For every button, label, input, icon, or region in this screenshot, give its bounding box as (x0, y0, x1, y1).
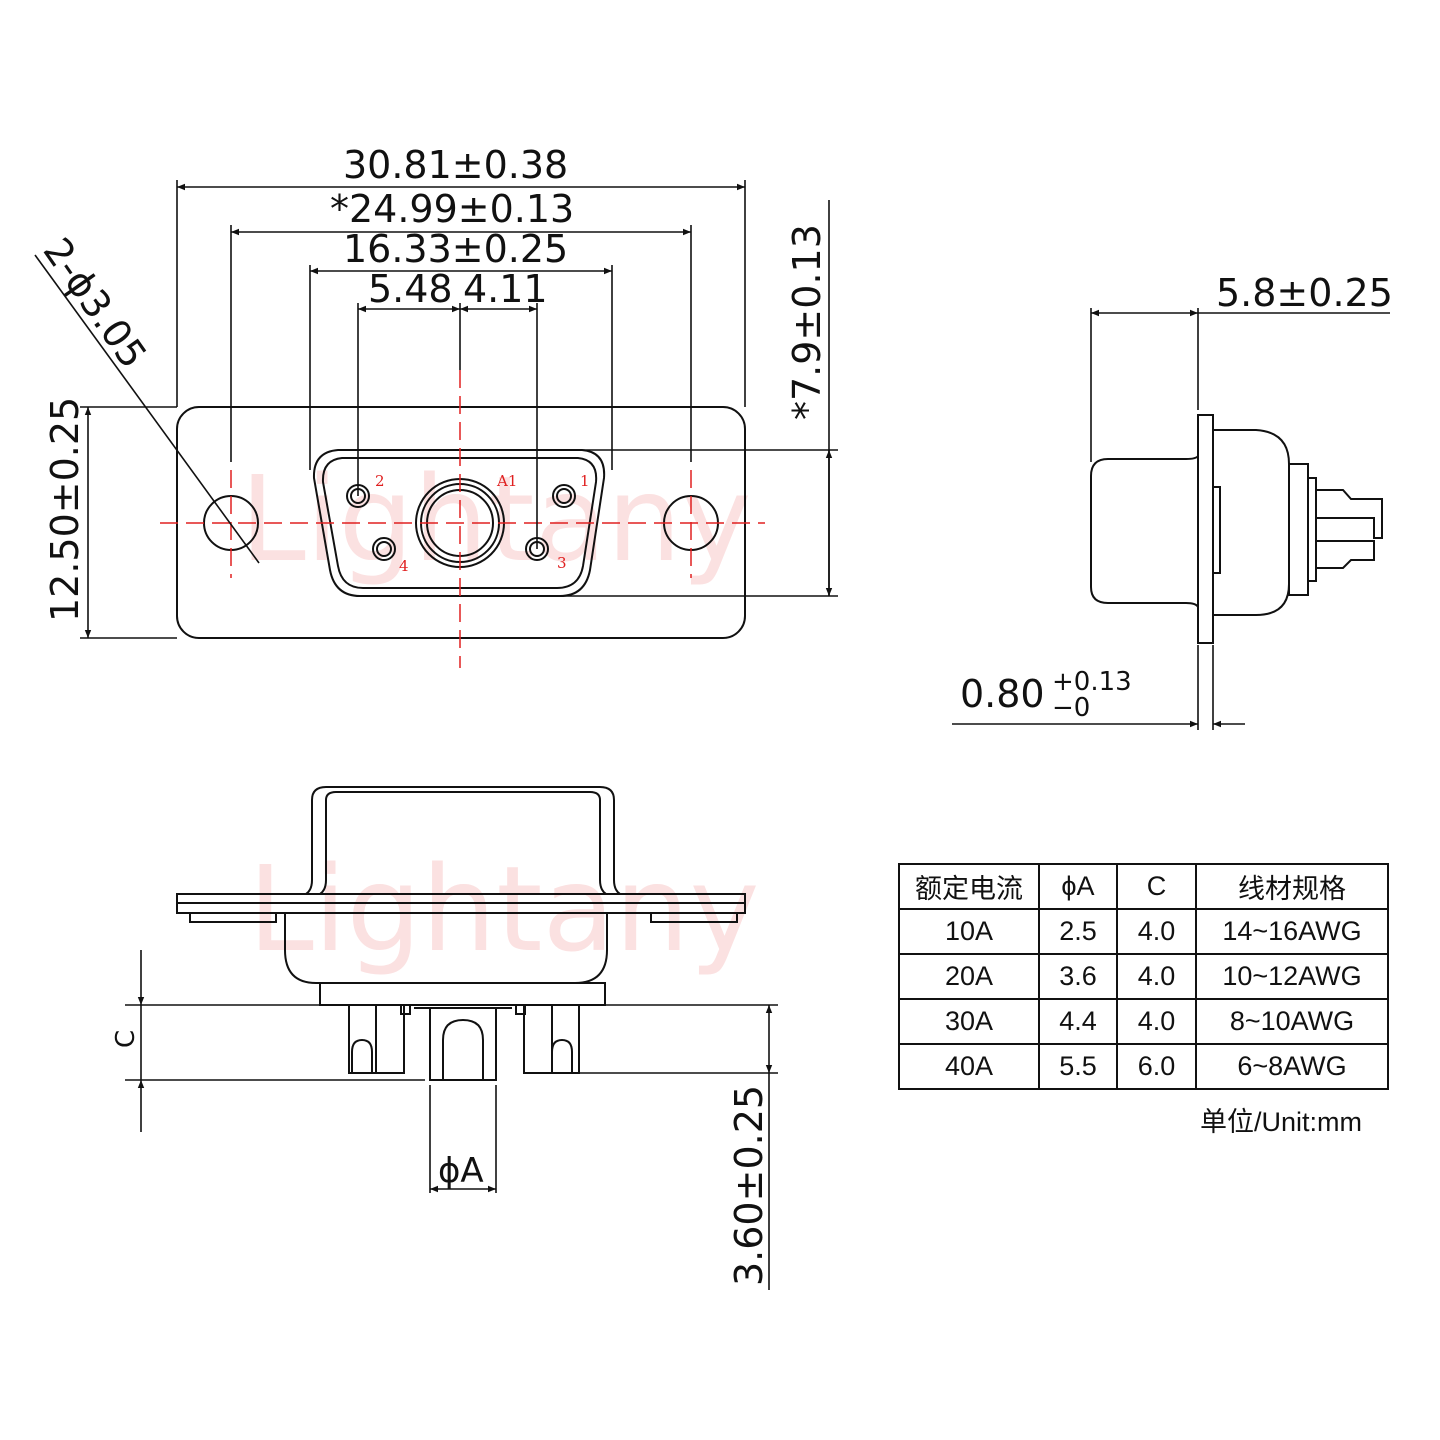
side-view (1090, 414, 1383, 644)
cell: 3.6 (1038, 953, 1118, 1000)
pin-label-1: 1 (580, 472, 590, 490)
dim-phi-a: ϕA (438, 1151, 484, 1191)
side-flange (1197, 414, 1214, 644)
side-dimension-lines (952, 308, 1390, 730)
pin-label-3: 3 (557, 554, 567, 572)
side-shell (1090, 455, 1199, 608)
watermark-bottom: Lightany (248, 840, 759, 978)
dim-right-pin: 4.11 (463, 267, 548, 311)
table-row: 10A 2.5 4.0 14~16AWG (898, 908, 1389, 955)
header-rated-current: 额定电流 (898, 863, 1040, 910)
solder-cup-center (429, 1007, 497, 1081)
cell: 8~10AWG (1195, 998, 1389, 1045)
side-body (1213, 429, 1290, 616)
cell: 4.0 (1116, 908, 1197, 955)
cell: 40A (898, 1043, 1040, 1090)
front-dimension-lines (34, 180, 838, 639)
table-row: 30A 4.4 4.0 8~10AWG (898, 998, 1389, 1045)
dim-flange-base: 0.80 (960, 672, 1045, 716)
dim-flange-plus: +0.13 (1052, 667, 1132, 697)
bottom-dimension-lines (125, 950, 778, 1290)
dim-flange-minus: −0 (1052, 693, 1090, 723)
cell: 2.5 (1038, 908, 1118, 955)
cell: 30A (898, 998, 1040, 1045)
dim-left-pin: 5.48 (368, 267, 453, 311)
dim-shell-width: 16.33±0.25 (343, 227, 568, 271)
bottom-view (176, 786, 746, 1081)
cell: 10A (898, 908, 1040, 955)
header-wire-spec: 线材规格 (1195, 863, 1389, 910)
dim-c: C (111, 1030, 141, 1048)
pin-label-a1: A1 (496, 472, 517, 490)
pin-1 (552, 484, 576, 508)
dim-depth: 5.8±0.25 (1216, 271, 1393, 315)
header-phi-a: ϕA (1038, 863, 1118, 910)
dim-height: 12.50±0.25 (43, 397, 87, 622)
cell: 6~8AWG (1195, 1043, 1389, 1090)
cell: 4.4 (1038, 998, 1118, 1045)
front-shell-inner (321, 457, 598, 589)
unit-note: 单位/Unit:mm (1200, 1107, 1362, 1137)
cell: 14~16AWG (1195, 908, 1389, 955)
table-row: 40A 5.5 6.0 6~8AWG (898, 1043, 1389, 1090)
pin-4 (372, 537, 396, 561)
cell: 4.0 (1116, 953, 1197, 1000)
cell: 20A (898, 953, 1040, 1000)
table-header-row: 额定电流 ϕA C 线材规格 (898, 863, 1389, 910)
pin-label-2: 2 (375, 472, 385, 490)
cell: 6.0 (1116, 1043, 1197, 1090)
table-row: 20A 3.6 4.0 10~12AWG (898, 953, 1389, 1000)
dim-hole-spec: 2-ϕ3.05 (35, 230, 156, 376)
header-c: C (1116, 863, 1197, 910)
cell: 4.0 (1116, 998, 1197, 1045)
dim-shell-height: *7.9±0.13 (785, 224, 829, 420)
cell: 5.5 (1038, 1043, 1118, 1090)
cell: 10~12AWG (1195, 953, 1389, 1000)
watermark-front: Lightany (240, 450, 751, 588)
dim-overall-width: 30.81±0.38 (343, 143, 568, 187)
bottom-shell-outer (305, 786, 621, 895)
spec-table: 额定电流 ϕA C 线材规格 10A 2.5 4.0 14~16AWG 20A … (898, 863, 1389, 1090)
dim-mount-holes: *24.99±0.13 (330, 187, 574, 231)
pin-label-4: 4 (399, 557, 409, 575)
dim-tail: 3.60±0.25 (727, 1085, 771, 1286)
